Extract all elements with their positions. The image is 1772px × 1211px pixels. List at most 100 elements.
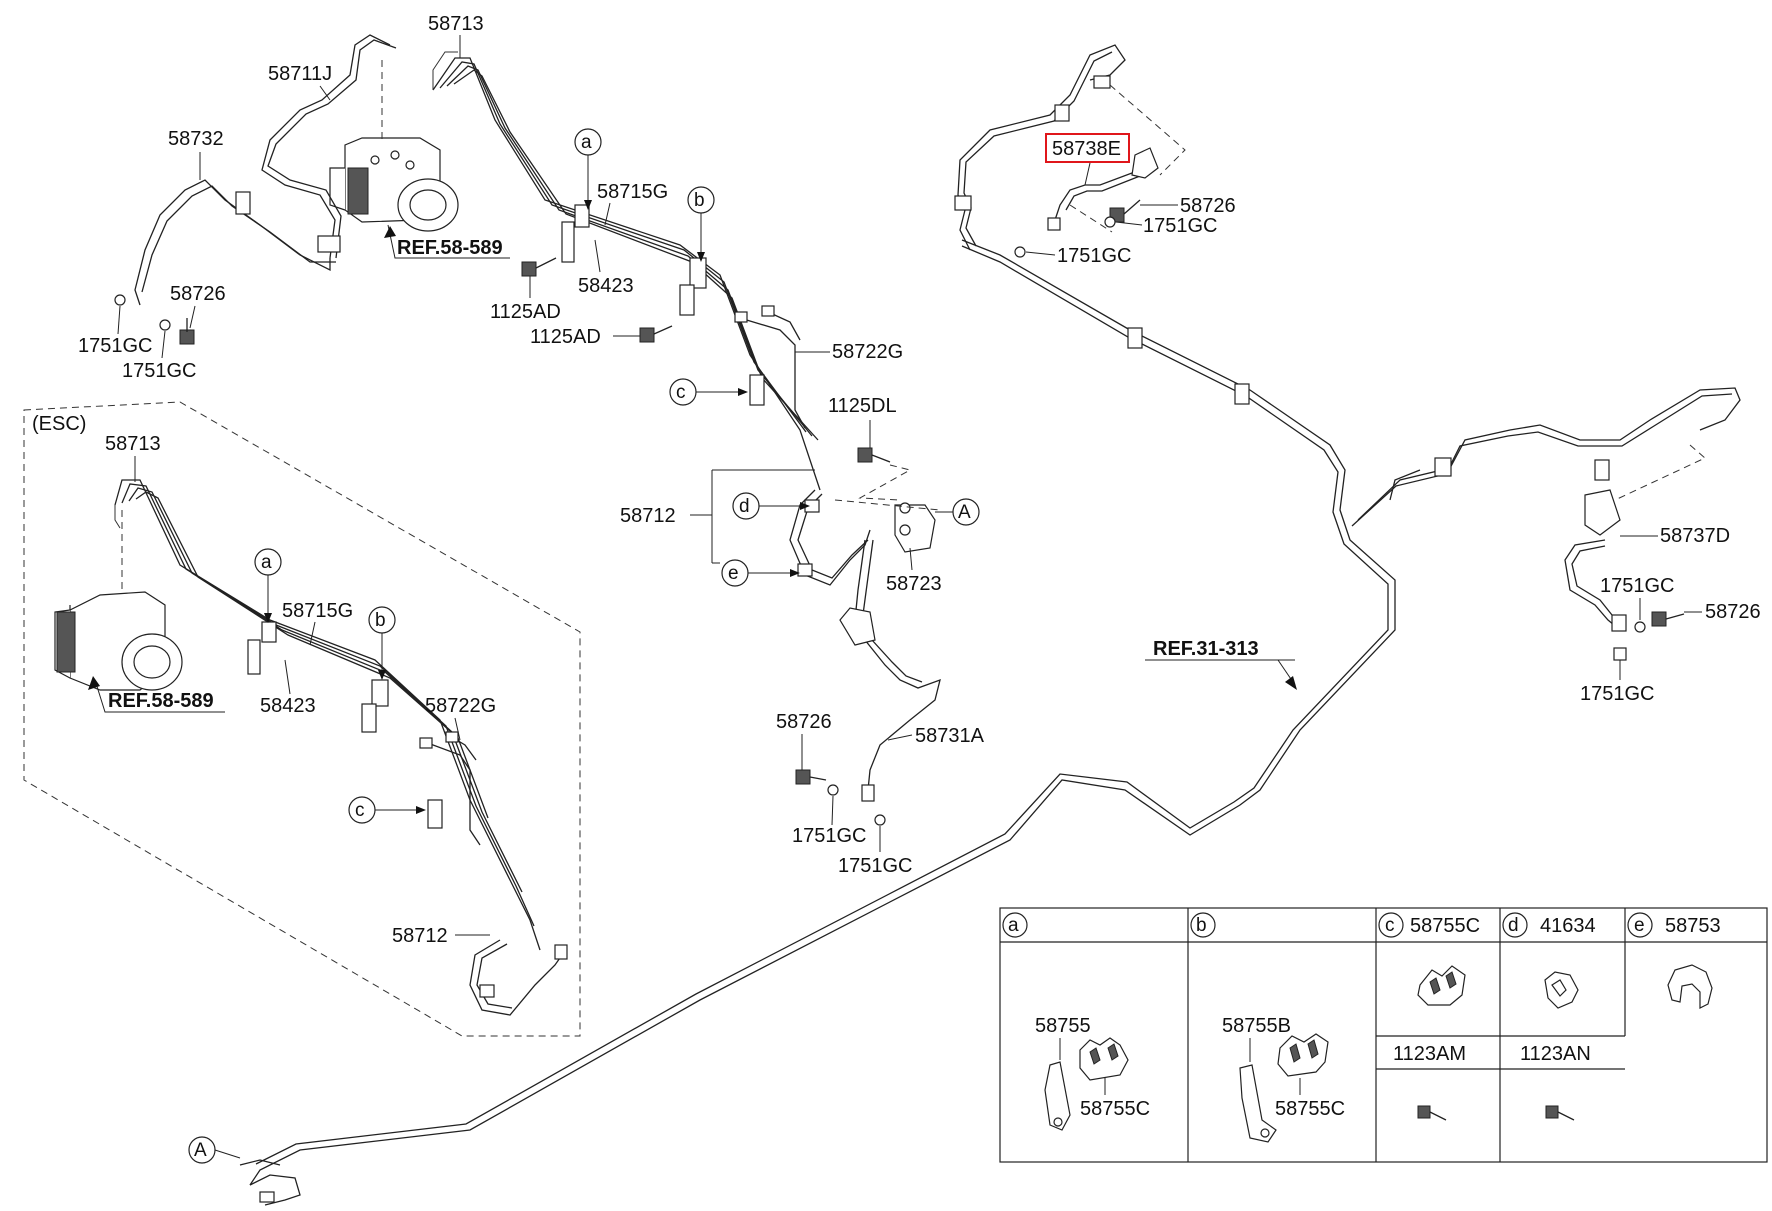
esc-abs-module[interactable]: [54, 591, 183, 691]
part-1751gc-right-1-label[interactable]: 1751GC: [1600, 575, 1675, 597]
part-58423-label[interactable]: 58423: [578, 275, 634, 297]
hose-58738e[interactable]: [1047, 147, 1159, 231]
svg-text:a: a: [1008, 915, 1019, 936]
part-1751gc-left-1-label[interactable]: 1751GC: [78, 335, 153, 357]
callout-e-top[interactable]: e: [721, 559, 800, 587]
hose-58732[interactable]: [134, 179, 341, 306]
table-part-1123am-label[interactable]: 1123AM: [1393, 1043, 1466, 1065]
table-col-d-header[interactable]: d 41634: [1502, 912, 1596, 938]
part-1751gc-right-2-label[interactable]: 1751GC: [1580, 683, 1655, 705]
pipe-clip-b[interactable]: [679, 257, 707, 316]
hose-58712[interactable]: [789, 489, 871, 586]
svg-text:b: b: [694, 190, 705, 211]
part-58726-right-label[interactable]: 58726: [1705, 601, 1761, 623]
line-end-A[interactable]: [239, 1159, 301, 1206]
esc-callout-a[interactable]: a: [254, 548, 282, 623]
bolt-58726-right[interactable]: [1651, 611, 1685, 627]
table-col-c-header[interactable]: c 58755C: [1378, 912, 1480, 938]
callout-A-bottom[interactable]: A: [188, 1136, 241, 1164]
table-cell-a-parts[interactable]: [1044, 1037, 1129, 1131]
ref-58-589-label[interactable]: REF.58-589: [397, 237, 503, 259]
bolt-1125ad-1[interactable]: [521, 257, 557, 277]
part-58722g-label[interactable]: 58722G: [832, 341, 903, 363]
svg-text:e: e: [728, 563, 739, 584]
esc-hose-58712[interactable]: [469, 939, 568, 1016]
ref-31-313-label[interactable]: REF.31-313: [1153, 638, 1259, 660]
part-58737d-label[interactable]: 58737D: [1660, 525, 1730, 547]
part-58726-top-label[interactable]: 58726: [1180, 195, 1236, 217]
abs-module[interactable]: [329, 137, 459, 232]
esc-part-58722g-label[interactable]: 58722G: [425, 695, 496, 717]
bolt-1123an[interactable]: [1545, 1105, 1575, 1121]
table-part-58755b-label[interactable]: 58755B: [1222, 1015, 1291, 1037]
bolt-1125ad-2[interactable]: [639, 325, 673, 343]
part-1125dl-label[interactable]: 1125DL: [828, 395, 897, 417]
hose-58737d[interactable]: [1564, 489, 1627, 632]
part-58738e-label[interactable]: 58738E: [1052, 138, 1121, 160]
table-col-e-header[interactable]: e 58753: [1627, 912, 1721, 938]
part-58732-label[interactable]: 58732: [168, 128, 224, 150]
esc-ref-58-589-label[interactable]: REF.58-589: [108, 690, 214, 712]
part-58713-label[interactable]: 58713: [428, 13, 484, 35]
pipe-clip-c[interactable]: [749, 374, 765, 406]
esc-callout-c[interactable]: c: [348, 796, 426, 824]
bolt-58726-mid[interactable]: [795, 769, 827, 785]
svg-text:d: d: [1508, 915, 1519, 936]
highlight-box-58738e: [1045, 133, 1130, 163]
table-col-a-header[interactable]: a: [1002, 912, 1028, 938]
esc-callout-b[interactable]: b: [368, 606, 396, 680]
hose-58711j[interactable]: [261, 34, 397, 259]
table-col-b-header[interactable]: b: [1190, 912, 1216, 938]
part-1751gc-mid-1-label[interactable]: 1751GC: [792, 825, 867, 847]
part-58726-mid-label[interactable]: 58726: [776, 711, 832, 733]
hose-58731a[interactable]: [839, 539, 941, 802]
part-58731a-label[interactable]: 58731A: [915, 725, 985, 747]
esc-pipe-clip-a[interactable]: [247, 621, 277, 675]
table-cell-e-part[interactable]: [1667, 964, 1713, 1009]
pipe-clip-a[interactable]: [561, 204, 590, 263]
svg-text:a: a: [261, 552, 272, 573]
brake-pipe-bundle-main: [432, 51, 821, 491]
part-58712-label[interactable]: 58712: [620, 505, 676, 527]
part-58711j-label[interactable]: 58711J: [268, 63, 332, 85]
bracket-58723[interactable]: [894, 502, 936, 553]
esc-label[interactable]: (ESC): [32, 413, 86, 435]
bolt-1123am[interactable]: [1417, 1105, 1447, 1121]
esc-part-58715g-label[interactable]: 58715G: [282, 600, 353, 622]
part-1125ad-2-label[interactable]: 1125AD: [530, 326, 601, 348]
part-1751gc-top-2-label[interactable]: 1751GC: [1057, 245, 1132, 267]
table-part-58755-label[interactable]: 58755: [1035, 1015, 1091, 1037]
part-1751gc-left-2-label[interactable]: 1751GC: [122, 360, 197, 382]
part-1125ad-1-label[interactable]: 1125AD: [490, 301, 561, 323]
part-58726-left-label[interactable]: 58726: [170, 283, 226, 305]
esc-part-58712-label[interactable]: 58712: [392, 925, 448, 947]
callout-A-top[interactable]: A: [935, 498, 980, 526]
bolt-1125dl[interactable]: [857, 447, 891, 463]
callout-c-top[interactable]: c: [669, 378, 748, 406]
table-part-1123an-label[interactable]: 1123AN: [1520, 1043, 1591, 1065]
esc-hose-58722g[interactable]: [419, 731, 481, 846]
table-part-58755c-b-label[interactable]: 58755C: [1275, 1098, 1345, 1120]
esc-part-58423-label[interactable]: 58423: [260, 695, 316, 717]
table-cell-b-parts[interactable]: [1239, 1033, 1329, 1143]
main-brake-line[interactable]: [249, 239, 1741, 1186]
svg-text:A: A: [194, 1140, 207, 1161]
part-1751gc-mid-2-label[interactable]: 1751GC: [838, 855, 913, 877]
hose-58738e-line[interactable]: [954, 44, 1126, 251]
table-part-41634-label: 41634: [1540, 915, 1596, 937]
table-cell-c-part[interactable]: [1417, 965, 1466, 1006]
callout-d-top[interactable]: d: [732, 492, 810, 520]
table-part-58755c-a-label[interactable]: 58755C: [1080, 1098, 1150, 1120]
esc-part-58713-label[interactable]: 58713: [105, 433, 161, 455]
callout-b-top[interactable]: b: [687, 186, 715, 262]
part-58723-label[interactable]: 58723: [886, 573, 942, 595]
table-cell-d-part[interactable]: [1544, 971, 1579, 1009]
esc-brake-pipe-bundle: [114, 479, 541, 951]
esc-pipe-clip-b[interactable]: [361, 679, 389, 733]
part-1751gc-top-1-label[interactable]: 1751GC: [1143, 215, 1218, 237]
part-58715g-label[interactable]: 58715G: [597, 181, 668, 203]
bolt-58726-left[interactable]: [179, 318, 195, 345]
hose-58722g[interactable]: [734, 305, 806, 429]
callout-a-top[interactable]: a: [574, 128, 602, 210]
